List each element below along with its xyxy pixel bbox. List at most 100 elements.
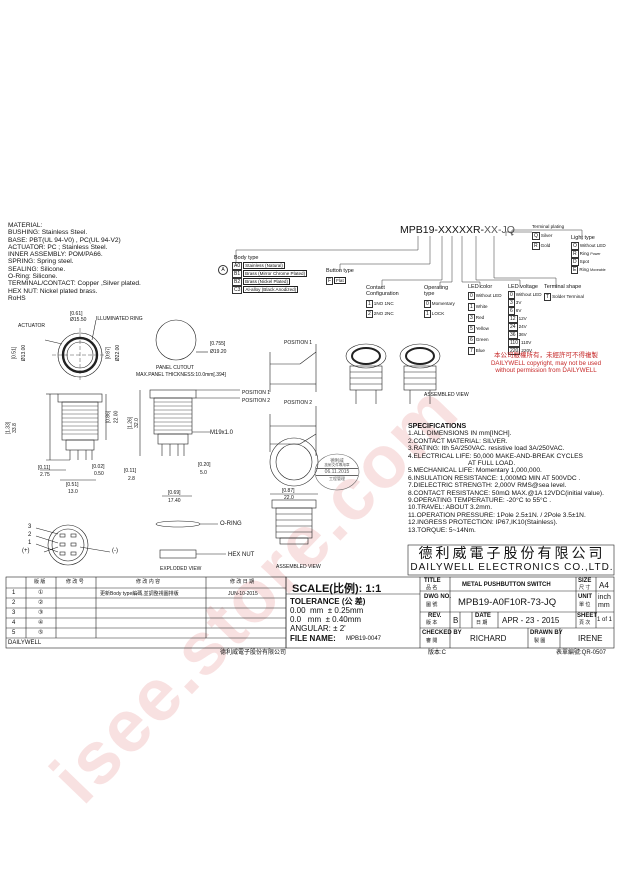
option-label: Brass (Mirror Chrome Plated) xyxy=(243,269,308,277)
date-value: APR - 23 - 2015 xyxy=(502,616,560,625)
date-label-cn: 日 期 xyxy=(476,620,488,626)
o-ring-shape xyxy=(155,520,201,528)
dim-label: [1.33] xyxy=(5,421,12,435)
button-type-title: Button type xyxy=(326,268,354,274)
rev-row-no: 4 xyxy=(12,620,16,626)
spec-item: 4.ELECTRICAL LIFE: 50,000 MAKE-AND-BREAK… xyxy=(408,452,583,460)
spec-item: 2.CONTACT MATERIAL: SILVER. xyxy=(408,437,508,445)
option-code: O xyxy=(571,241,579,250)
option-code: 7 xyxy=(468,346,475,355)
exploded-view-label: EXPLODED VIEW xyxy=(160,566,202,572)
assembled-view-label: ASSEMBLED VIEW xyxy=(276,564,321,570)
option-label: Al-alloy (Black Anodized) xyxy=(243,285,299,293)
sheet-label: SHEET xyxy=(577,613,598,619)
option-code: 6 xyxy=(508,306,515,315)
material-line: HEX NUT: Nickel plated brass. xyxy=(8,287,98,295)
rev-row-content: 更新Body type編碼,並調整視圖排版 xyxy=(100,591,179,597)
dim-label: 13.0 xyxy=(68,489,78,495)
unit-value: inch mm xyxy=(598,594,611,609)
option-code: 5 xyxy=(468,324,475,333)
side-view-bushing xyxy=(61,401,99,441)
led-color-title: LED color xyxy=(468,284,493,290)
wiring-diagram-2 xyxy=(269,406,317,456)
top-view-inner xyxy=(66,341,94,369)
copyright-en1: DAILYWELL copyright, may not be used xyxy=(490,360,602,367)
spec-item: 9.OPERATING TEMPERATURE: -20°C to 55°C . xyxy=(408,497,552,505)
option-code: 0 xyxy=(468,291,475,300)
material-line: BASE: PBT(UL 94-V0) , PC(UL 94-V2) xyxy=(8,236,121,244)
material-line: MATERIAL: xyxy=(8,222,43,229)
option-label: 2NO 2NC xyxy=(373,311,394,316)
spec-title: SPECIFICATIONS xyxy=(408,423,467,430)
option-code: E xyxy=(571,265,579,274)
dim-label: [0.61] xyxy=(70,311,83,317)
company-logo: 德利威電子股份有限公司 DAILYWELL ELECTRONICS CO.,LT… xyxy=(410,546,614,573)
rev-header: 版 版 xyxy=(34,579,46,585)
dim-label: [1.26] xyxy=(127,416,134,430)
option-code: R xyxy=(571,249,579,258)
option-label: Yellow xyxy=(475,325,489,331)
option-label: Without LED xyxy=(579,242,606,248)
dim-label: [0.11] xyxy=(38,465,51,471)
light-type-title: Light type xyxy=(571,235,595,241)
option-label: Gold xyxy=(540,243,551,248)
material-line: O-Ring: Silicone. xyxy=(8,273,58,281)
title-label-cn: 品 名 xyxy=(426,585,438,591)
option-label: Solder Terminal xyxy=(552,293,584,299)
specifications: SPECIFICATIONS 1.ALL DIMENSIONS IN mm[IN… xyxy=(408,423,604,534)
pin-number: 3 xyxy=(28,524,32,530)
dim-label: 22.0 xyxy=(284,495,294,501)
dim-label: [0.755] xyxy=(210,341,226,347)
option-code: 36 xyxy=(508,330,518,339)
size-label-cn: 尺 寸 xyxy=(579,585,591,591)
stamp-text: 德利威 xyxy=(330,458,344,463)
rev-row-no: 1 xyxy=(12,590,16,596)
dim-label: 33.8 xyxy=(11,423,18,433)
bottom-view-outer xyxy=(47,524,89,566)
option-code: 12 xyxy=(508,314,518,323)
dwg-label: DWG NO. xyxy=(424,594,451,600)
option-label: Stainless (Natural) xyxy=(243,261,285,269)
drawn-label-cn: 製 圖 xyxy=(534,638,546,644)
rev-header: 修 改 号 xyxy=(66,579,84,585)
side-view-base xyxy=(65,439,95,451)
max-panel-label: MAX.PANEL THICKNESS:10.0mm[.394] xyxy=(136,372,226,378)
terminal-shape-title: Terminal shape xyxy=(544,284,582,290)
option-label: 3V xyxy=(515,299,522,305)
unit-label: UNIT xyxy=(578,594,592,600)
option-note: Moveable xyxy=(590,267,606,272)
option-label: Spot xyxy=(579,258,590,264)
option-code: R xyxy=(532,242,540,250)
rev-row-mark: ⑤ xyxy=(38,630,44,636)
dim-label: 5.0 xyxy=(200,470,207,476)
assembled-view-label: ASSEMBLED VIEW xyxy=(424,392,469,398)
dim-label: Ø22.00 xyxy=(115,344,122,362)
position-1-label: POSITION 1 xyxy=(242,390,271,396)
tolerance-title: TOLERANCE (公 差) xyxy=(290,597,366,606)
tolerance-1: 0.00 mm ± 0.25mm xyxy=(290,606,364,615)
dim-label: Ø15.50 xyxy=(70,317,87,323)
materials-list: MATERIAL: BUSHING: Stainless Steel. BASE… xyxy=(8,222,141,302)
option-code: 0 xyxy=(508,290,515,299)
option-label: White xyxy=(475,303,488,309)
company-name-en: DAILYWELL ELECTRONICS CO.,LTD. xyxy=(410,562,614,573)
material-line: TERMINAL/CONTACT: Copper ,Silver plated. xyxy=(8,280,141,288)
checked-label-cn: 審 閱 xyxy=(426,638,438,644)
dim-label: [0.87] xyxy=(105,346,112,360)
spec-item: 7.DIELECTRIC STRENGTH: 2,000V RMS@sea le… xyxy=(408,482,567,490)
option-label: Flat xyxy=(334,276,346,284)
dwg-value: MPB19-A0F10R-73-JQ xyxy=(458,597,557,608)
spec-item: 8.CONTACT RESISTANCE: 50mΩ MAX.@1A 12VDC… xyxy=(408,489,604,497)
dim-label: 0.50 xyxy=(94,471,104,477)
size-value: A4 xyxy=(599,581,609,590)
o-ring-label: O-RING xyxy=(220,521,242,527)
option-label: Without LED xyxy=(475,292,502,298)
material-line: RoHS xyxy=(8,294,26,302)
option-note: Power xyxy=(590,251,601,256)
option-code: 1 xyxy=(424,310,431,318)
